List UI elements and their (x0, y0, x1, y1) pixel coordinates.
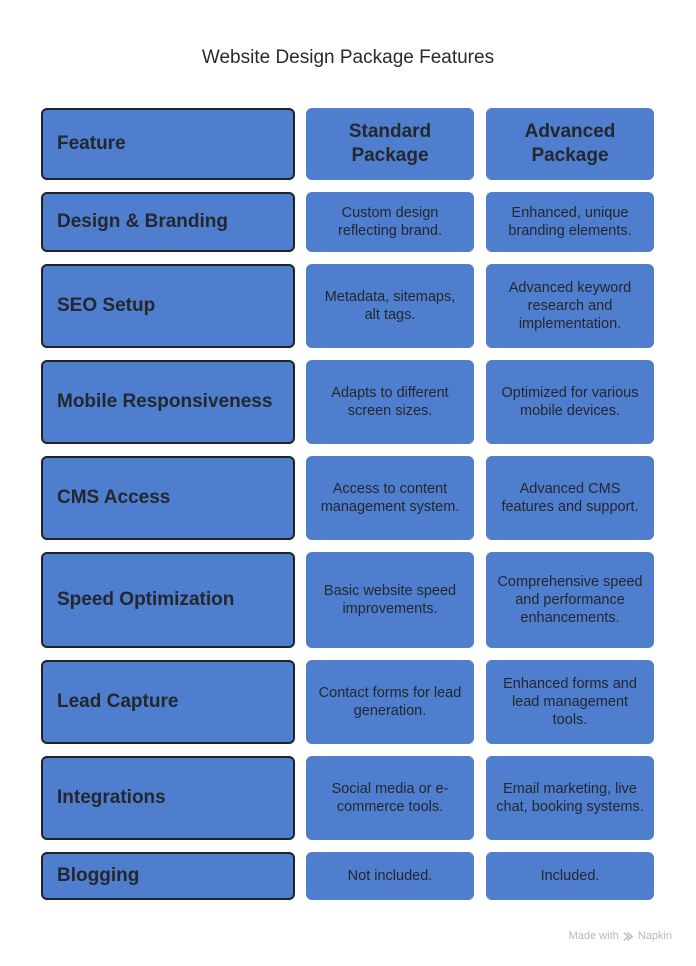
row-feature-cell: Design & Branding (41, 192, 295, 252)
header-feature-cell: Feature (41, 108, 295, 180)
diagram-title: Website Design Package Features (201, 47, 495, 68)
row-advanced-text: Advanced CMS features and support. (501, 481, 639, 515)
row-advanced-cell: Enhanced, unique branding elements. (486, 192, 654, 252)
row-feature-cell: Blogging (41, 852, 295, 900)
header-feature-label: Feature (57, 133, 126, 154)
row-standard-text: Basic website speed improvements. (323, 583, 457, 617)
row-feature-label: Mobile Responsiveness (57, 391, 273, 412)
row-feature-label: Blogging (57, 865, 140, 886)
header-standard-label: Standard Package (348, 121, 432, 166)
row-advanced-text: Email marketing, live chat, booking syst… (496, 781, 644, 815)
row-standard-text: Adapts to different screen sizes. (331, 385, 449, 419)
row-feature-cell: Speed Optimization (41, 552, 295, 648)
row-advanced-text: Enhanced, unique branding elements. (508, 205, 632, 239)
row-standard-text: Custom design reflecting brand. (338, 205, 442, 239)
row-advanced-cell: Email marketing, live chat, booking syst… (486, 756, 654, 840)
row-feature-cell: CMS Access (41, 456, 295, 540)
row-standard-cell: Adapts to different screen sizes. (306, 360, 474, 444)
row-feature-label: SEO Setup (57, 295, 156, 316)
row-standard-text: Metadata, sitemaps, alt tags. (324, 289, 456, 323)
row-feature-cell: SEO Setup (41, 264, 295, 348)
row-feature-label: Speed Optimization (57, 589, 235, 610)
row-feature-label: CMS Access (57, 487, 171, 508)
row-standard-text: Social media or e-commerce tools. (331, 781, 449, 815)
row-advanced-text: Enhanced forms and lead management tools… (503, 676, 637, 728)
header-advanced-cell: Advanced Package (486, 108, 654, 180)
row-feature-cell: Integrations (41, 756, 295, 840)
row-standard-cell: Not included. (306, 852, 474, 900)
row-standard-cell: Basic website speed improvements. (306, 552, 474, 648)
row-advanced-text: Comprehensive speed and performance enha… (497, 574, 643, 626)
napkin-brand-label: Napkin (637, 930, 672, 942)
row-advanced-text: Included. (540, 868, 600, 884)
row-standard-cell: Metadata, sitemaps, alt tags. (306, 264, 474, 348)
row-standard-cell: Social media or e-commerce tools. (306, 756, 474, 840)
row-standard-cell: Contact forms for lead generation. (306, 660, 474, 744)
row-advanced-cell: Comprehensive speed and performance enha… (486, 552, 654, 648)
row-advanced-cell: Included. (486, 852, 654, 900)
row-advanced-text: Optimized for various mobile devices. (501, 385, 639, 419)
header-advanced-label: Advanced Package (524, 121, 616, 166)
row-advanced-text: Advanced keyword research and implementa… (508, 280, 632, 332)
row-feature-cell: Lead Capture (41, 660, 295, 744)
row-standard-text: Not included. (347, 868, 433, 884)
made-with-napkin-watermark: Made with Napkin (569, 930, 672, 942)
row-advanced-cell: Enhanced forms and lead management tools… (486, 660, 654, 744)
row-advanced-cell: Advanced keyword research and implementa… (486, 264, 654, 348)
row-standard-text: Access to content management system. (320, 481, 460, 515)
row-feature-label: Lead Capture (57, 691, 179, 712)
row-feature-cell: Mobile Responsiveness (41, 360, 295, 444)
row-feature-label: Integrations (57, 787, 166, 808)
row-standard-cell: Custom design reflecting brand. (306, 192, 474, 252)
row-advanced-cell: Advanced CMS features and support. (486, 456, 654, 540)
napkin-logo-icon (623, 931, 634, 942)
made-with-label: Made with (568, 930, 619, 942)
row-feature-label: Design & Branding (57, 211, 229, 232)
row-standard-text: Contact forms for lead generation. (318, 685, 462, 719)
row-advanced-cell: Optimized for various mobile devices. (486, 360, 654, 444)
header-standard-cell: Standard Package (306, 108, 474, 180)
row-standard-cell: Access to content management system. (306, 456, 474, 540)
